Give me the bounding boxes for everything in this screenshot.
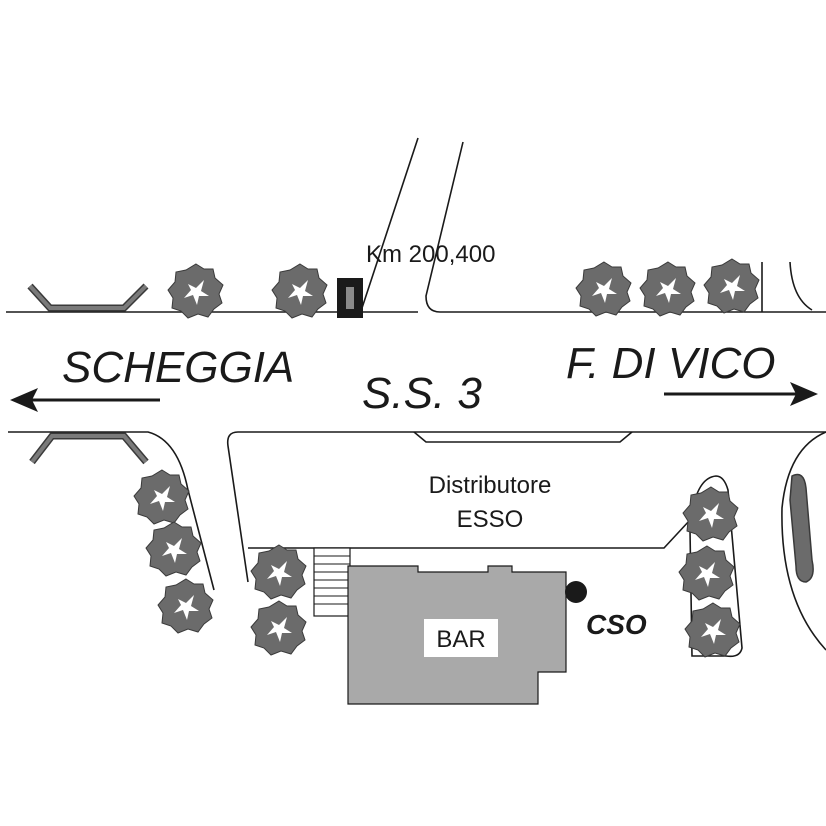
- tree-icon: [682, 486, 739, 542]
- tree-icon: [167, 263, 224, 319]
- tree-icon: [145, 521, 202, 577]
- side-road-north-west: [361, 137, 419, 309]
- guardrail-north-inner: [28, 284, 148, 310]
- tree-icon: [271, 263, 328, 319]
- tree-icon: [157, 578, 214, 634]
- direction-right-label: F. DI VICO: [566, 339, 775, 388]
- arrow-right-icon: [664, 382, 818, 406]
- tree-icon: [250, 600, 307, 656]
- arrow-left-icon: [10, 388, 160, 412]
- cso-point: [565, 581, 587, 603]
- guardrail-south-inner: [30, 434, 148, 464]
- station-label-line2: ESSO: [457, 506, 524, 533]
- road-edge-south-inner: [226, 431, 826, 583]
- bar-label: BAR: [436, 626, 485, 653]
- direction-left-label: SCHEGGIA: [62, 343, 294, 392]
- station-label-line1: Distributore: [429, 472, 552, 499]
- side-road-north-east-right: [789, 261, 813, 311]
- verge-shrub: [789, 473, 814, 583]
- road-edge-north-east: [425, 141, 464, 313]
- tree-icon: [678, 545, 735, 601]
- bar-label-box: [424, 619, 498, 657]
- road-edge-south-west: [8, 431, 215, 591]
- km-marker-label: Km 200,400: [366, 241, 495, 268]
- tree-icon: [703, 258, 760, 314]
- station-forecourt: [248, 519, 691, 549]
- tree-icon: [684, 602, 741, 658]
- tree-icon: [250, 544, 307, 600]
- tree-icon: [575, 261, 632, 317]
- road-edge-south-east: [781, 431, 826, 651]
- road-name-label: S.S. 3: [362, 369, 482, 418]
- steps: [313, 547, 351, 617]
- km-marker-plate: [346, 287, 354, 309]
- tree-icon: [639, 261, 696, 317]
- cso-label: CSO: [586, 609, 647, 640]
- tree-icon: [133, 469, 190, 525]
- lay-by: [413, 431, 633, 443]
- green-island: [689, 475, 743, 658]
